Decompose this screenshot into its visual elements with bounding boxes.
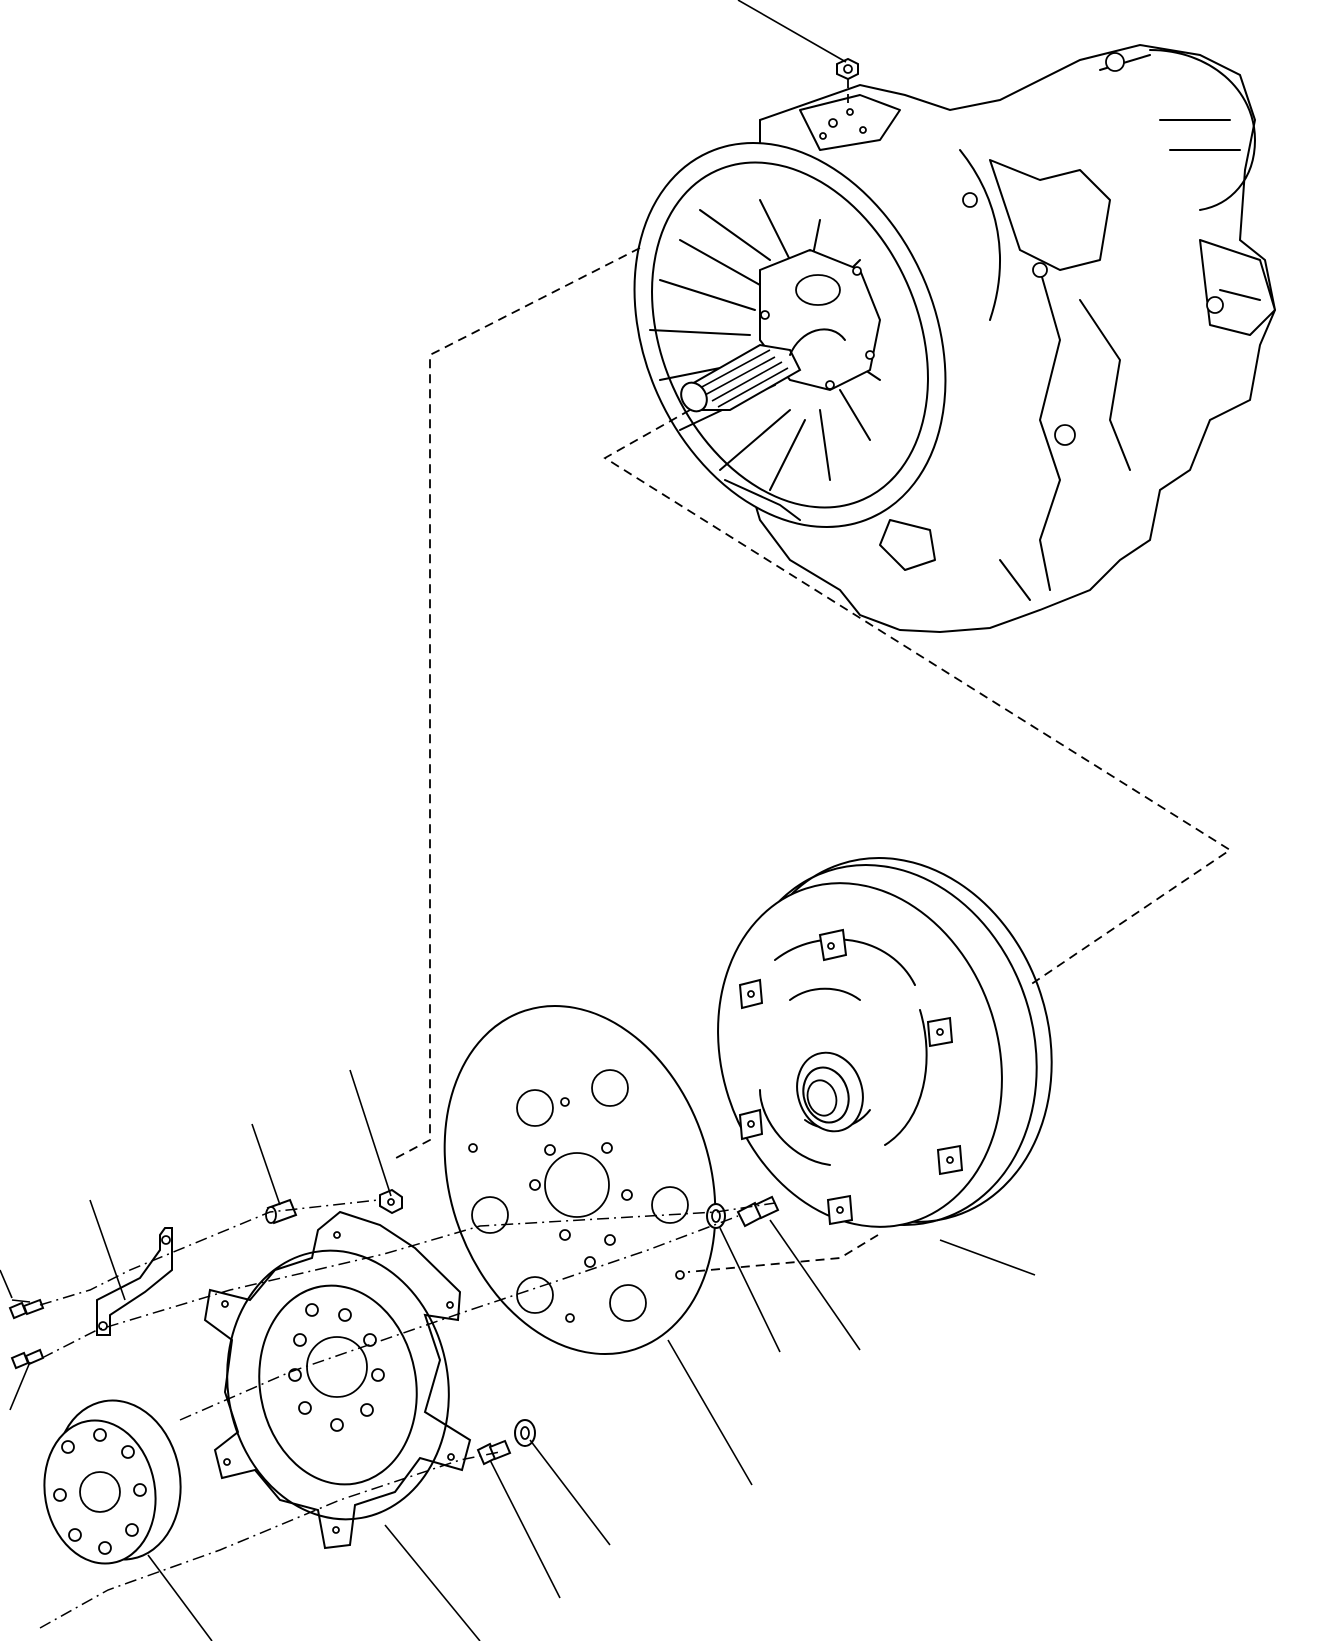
leader-lines xyxy=(0,0,1036,1641)
assembly-lines xyxy=(39,79,1232,1629)
bolt-left-upper xyxy=(8,1298,45,1320)
bolt-converter xyxy=(736,1195,780,1228)
transmission-assembly xyxy=(633,43,1277,634)
drive-plate xyxy=(203,1210,472,1550)
bolt-left-lower xyxy=(10,1348,45,1370)
coupling-hub xyxy=(43,1399,182,1565)
flex-plate xyxy=(443,1005,717,1355)
bolt-flex-plate xyxy=(476,1439,512,1466)
dowel-pin xyxy=(265,1198,298,1225)
nut-drive-plate xyxy=(379,1188,403,1215)
nut-top xyxy=(836,57,859,81)
bracket xyxy=(96,1227,173,1336)
washer-converter xyxy=(706,1203,726,1229)
washer-flex-plate xyxy=(514,1419,536,1447)
torque-converter xyxy=(717,857,1053,1228)
